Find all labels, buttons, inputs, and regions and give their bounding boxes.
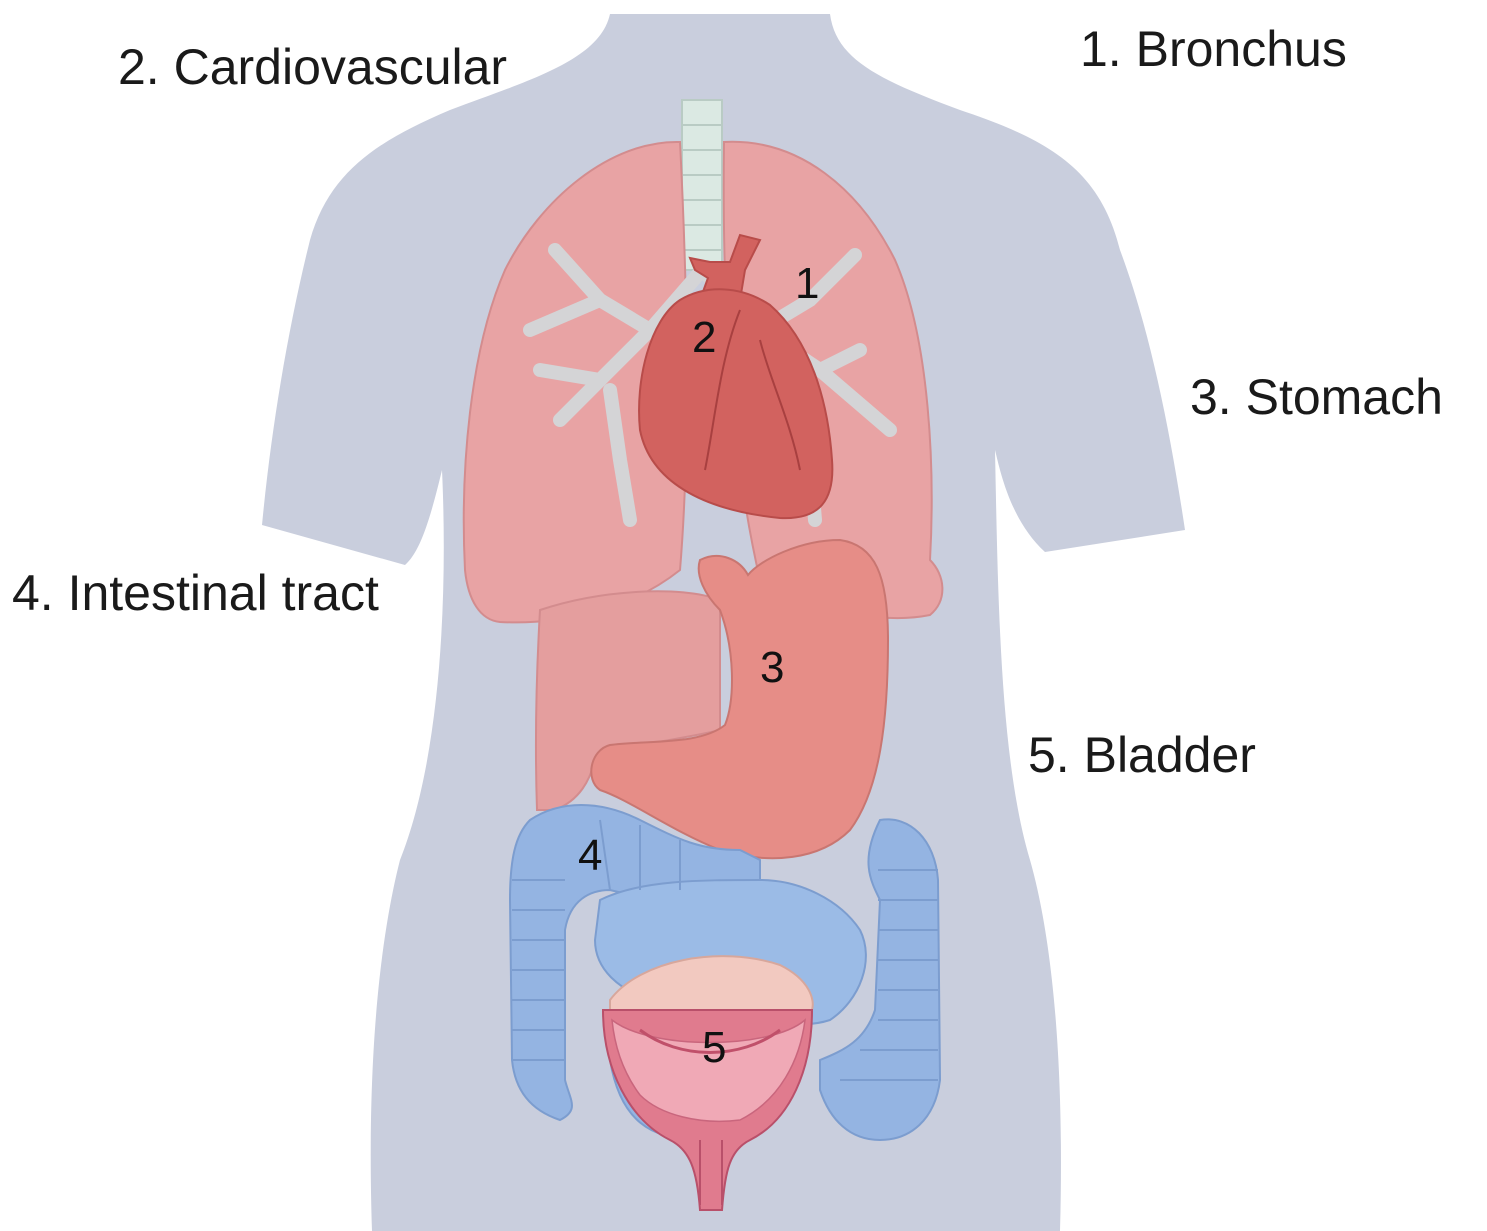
label-bladder: 5. Bladder bbox=[1028, 727, 1256, 783]
marker-5: 5 bbox=[702, 1023, 726, 1072]
heart bbox=[638, 233, 834, 520]
marker-1: 1 bbox=[795, 259, 819, 308]
marker-3: 3 bbox=[760, 643, 784, 692]
label-stomach: 3. Stomach bbox=[1190, 369, 1443, 425]
trachea bbox=[681, 99, 723, 271]
bladder bbox=[601, 955, 814, 1211]
label-intestinal-tract: 4. Intestinal tract bbox=[12, 565, 379, 621]
intestine-segments bbox=[512, 819, 938, 1081]
marker-4: 4 bbox=[578, 831, 602, 880]
label-bronchus: 1. Bronchus bbox=[1080, 21, 1347, 77]
label-cardiovascular: 2. Cardiovascular bbox=[118, 39, 508, 95]
marker-2: 2 bbox=[692, 313, 716, 362]
